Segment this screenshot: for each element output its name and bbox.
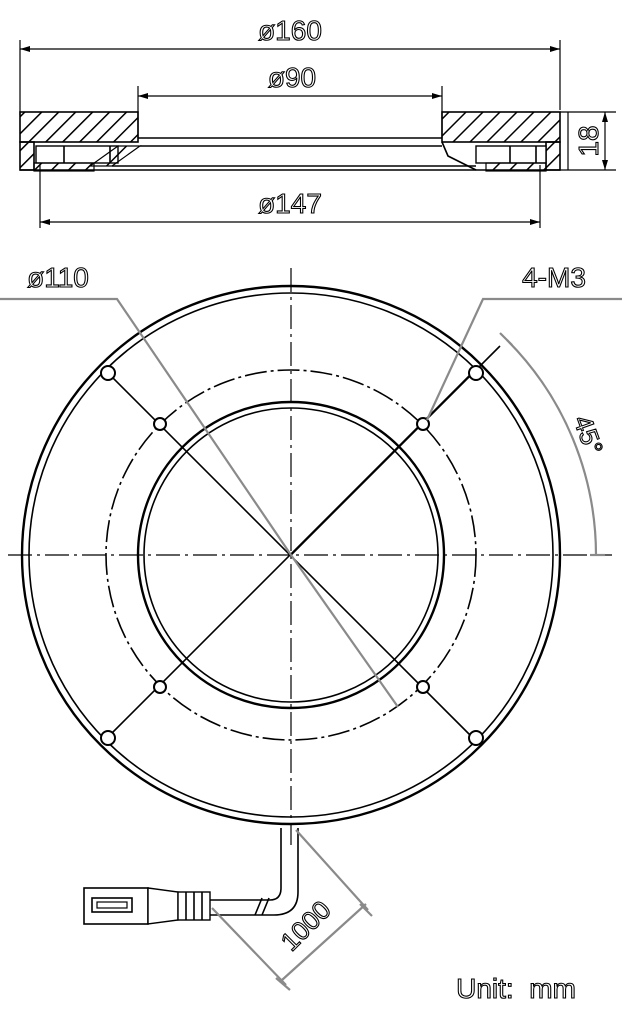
hole-icon: [416, 680, 430, 694]
hole-icon: [416, 417, 430, 431]
outer-circle-inner-edge: [28, 292, 554, 818]
section-right: [441, 111, 561, 172]
callout-angle: 45°: [499, 332, 610, 557]
hole-icon: [153, 680, 167, 694]
hole-pitch-circle: [105, 369, 477, 741]
height-label: 18: [573, 125, 604, 156]
unit-label: Unit: mm: [456, 973, 576, 1004]
top-view: ø110 4-M3 45°: [0, 261, 622, 991]
hole-icon: [100, 365, 116, 381]
hole-icon: [468, 730, 484, 746]
hole-icon: [100, 730, 116, 746]
angle-label: 45°: [568, 411, 610, 458]
connector-icon: [83, 887, 211, 925]
outer-diameter-label: ø160: [258, 15, 322, 46]
hole-circle-label: ø110: [27, 262, 89, 293]
callout-hole-circle: ø110: [0, 261, 399, 708]
callout-thread: 4-M3: [426, 261, 622, 421]
bottom-diameter-label: ø147: [258, 188, 322, 219]
section-lens: [20, 137, 560, 171]
angle-ref-line: [290, 345, 501, 556]
dim-inner-diameter: ø90: [137, 61, 443, 138]
dim-outer-diameter: ø160: [19, 14, 561, 115]
mount-holes: [100, 365, 484, 746]
section-left: [19, 111, 142, 172]
inner-circle: [136, 400, 446, 710]
cable: [210, 828, 299, 916]
outer-circle: [20, 284, 562, 826]
hole-icon: [468, 365, 484, 381]
section-view: ø160 ø90: [19, 14, 616, 228]
inner-diameter-label: ø90: [268, 62, 316, 93]
cable-length-label: 1000: [275, 895, 337, 957]
hole-icon: [153, 417, 167, 431]
dim-bottom-diameter: ø147: [39, 165, 541, 228]
dim-height: 18: [560, 111, 616, 171]
thread-label: 4-M3: [522, 262, 586, 293]
inner-circle-edge: [143, 407, 439, 703]
